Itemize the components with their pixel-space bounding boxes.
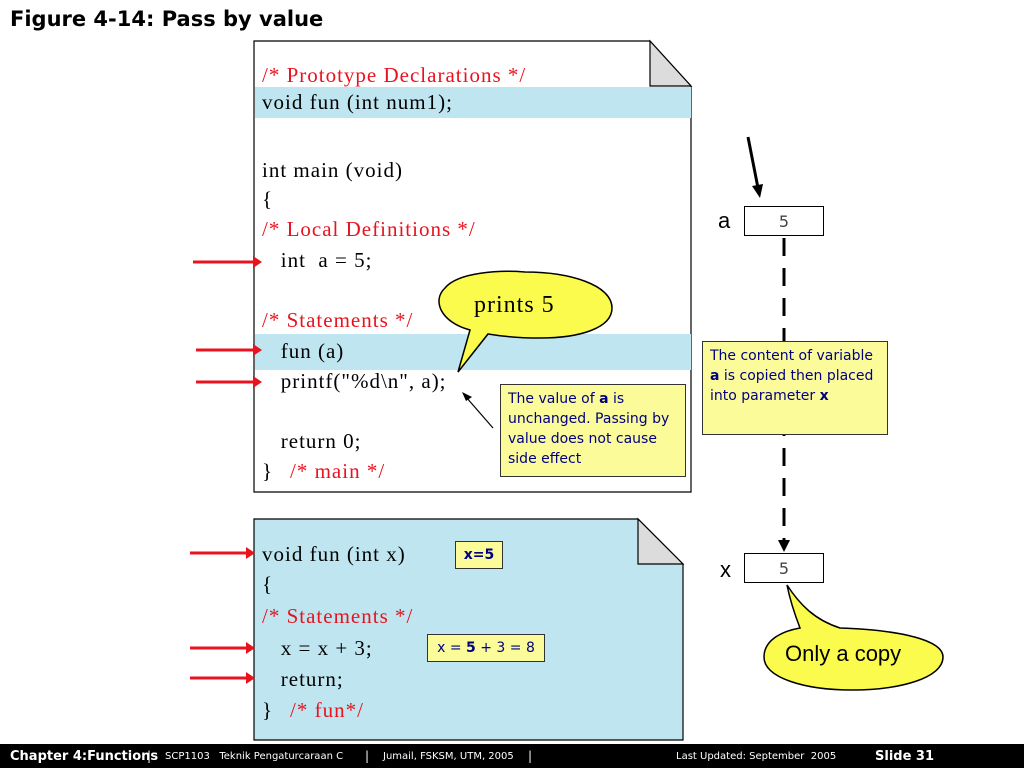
note-copied-pre: The content of variable — [710, 348, 873, 364]
red-arrow-printf — [196, 376, 262, 388]
highlight-prototype — [255, 87, 691, 118]
fun-code-page — [253, 518, 684, 741]
red-arrow-fun-assign — [190, 642, 255, 654]
code-comment-fun: /* fun*/ — [290, 698, 364, 722]
footer-separator-1: | — [147, 749, 152, 763]
diagram-canvas — [253, 39, 693, 741]
footer-course: SCP1103 Teknik Pengaturcaraan C — [165, 751, 344, 762]
red-arrow-declare-a — [193, 256, 262, 268]
note-unchanged-var: a — [599, 391, 609, 407]
variable-a-box: 5 — [744, 206, 824, 236]
footer-separator-3: | — [528, 749, 533, 763]
code-prototype: void fun (int num1); — [262, 90, 453, 114]
code-fun-comment-statements: /* Statements */ — [262, 604, 414, 628]
prints-callout-text: prints 5 — [474, 292, 555, 318]
note-unchanged-post: is unchanged. Passing by value does not … — [508, 391, 670, 467]
variable-x-box: 5 — [744, 553, 824, 583]
pointer-arrow-to-a — [462, 392, 494, 429]
variable-x-label: x — [720, 557, 731, 582]
note-calc-bold: 5 — [466, 640, 476, 656]
note-calc-pre: x = — [437, 640, 467, 656]
note-unchanged-pre: The value of — [508, 391, 600, 407]
note-value-unchanged: The value of a is unchanged. Passing by … — [500, 384, 686, 477]
code-fun-close-brace: } — [262, 698, 274, 722]
footer-bar: Chapter 4:Functions | SCP1103 Teknik Pen… — [0, 744, 1024, 768]
code-fun-open-brace: { — [262, 572, 274, 596]
note-x-equals-text: x=5 — [463, 547, 495, 563]
code-comment-main: /* main */ — [290, 459, 386, 483]
main-code-page — [253, 40, 692, 493]
note-copied-var-x: x — [819, 388, 829, 404]
code-call-fun: fun (a) — [262, 339, 345, 363]
code-printf: printf("%d\n", a); — [262, 369, 447, 393]
code-comment-prototype: /* Prototype Declarations */ — [262, 63, 527, 87]
note-calc-post: + 3 = 8 — [475, 640, 535, 656]
note-content-copied: The content of variable a is copied then… — [702, 341, 888, 435]
code-return: return 0; — [262, 429, 362, 453]
note-copied-var-a: a — [710, 368, 720, 384]
note-x-equals: x=5 — [455, 541, 503, 569]
code-comment-statements: /* Statements */ — [262, 308, 414, 332]
code-fun-assign: x = x + 3; — [262, 636, 373, 660]
red-arrow-fun-return — [190, 672, 255, 684]
red-arrow-fun-signature — [190, 547, 255, 559]
code-fun-return: return; — [262, 667, 344, 691]
figure-title: Figure 4-14: Pass by value — [10, 7, 324, 31]
footer-updated: Last Updated: September 2005 — [676, 751, 837, 762]
code-fun-signature: void fun (int x) — [262, 542, 406, 566]
only-copy-callout-text: Only a copy — [785, 641, 902, 666]
code-main-close-brace: } — [262, 459, 274, 483]
only-copy-callout-bubble — [763, 584, 944, 691]
fun-page-fold — [637, 517, 685, 565]
red-arrow-call-fun — [196, 344, 262, 356]
note-calculation: x = 5 + 3 = 8 — [427, 634, 545, 662]
footer-separator-2: | — [365, 749, 370, 763]
note-copied-mid: is copied then placed into parameter — [710, 368, 874, 404]
code-comment-local: /* Local Definitions */ — [262, 217, 476, 241]
prints-callout-bubble — [438, 270, 613, 373]
variable-a-label: a — [718, 208, 731, 233]
code-main-signature: int main (void) — [262, 158, 403, 182]
footer-slide-number: Slide 31 — [875, 749, 935, 764]
footer-chapter: Chapter 4:Functions — [10, 749, 159, 764]
main-page-fold — [649, 39, 693, 87]
input-arrow-a — [746, 136, 763, 198]
code-declare-a: int a = 5; — [262, 248, 373, 272]
footer-author: Jumail, FSKSM, UTM, 2005 — [383, 751, 514, 762]
code-main-open-brace: { — [262, 187, 274, 211]
